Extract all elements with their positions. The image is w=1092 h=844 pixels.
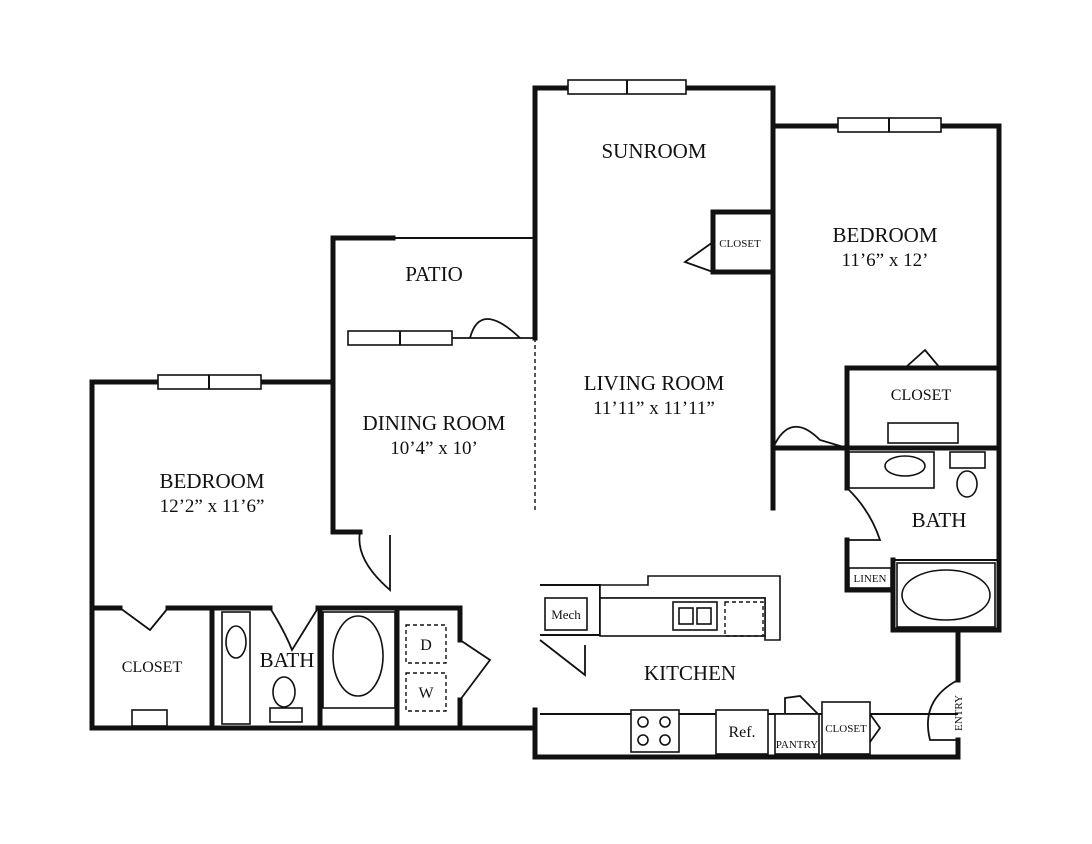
mech-label: Mech <box>551 607 581 622</box>
bedroom-left-label: BEDROOM <box>159 469 264 493</box>
sunroom-label: SUNROOM <box>601 139 706 163</box>
patio-label: PATIO <box>405 262 463 286</box>
living-room-dimensions: 11’11” x 11’11” <box>593 398 715 419</box>
entry-label: ENTRY <box>953 695 965 731</box>
linen-label: LINEN <box>854 573 887 585</box>
dining-room-label: DINING ROOM <box>363 411 506 435</box>
bedroom-right-label: BEDROOM <box>832 223 937 247</box>
ref-label: Ref. <box>728 724 755 741</box>
closet-sunroom-label: CLOSET <box>719 238 761 250</box>
kitchen-label: KITCHEN <box>644 661 736 685</box>
windows <box>157 79 942 390</box>
closet-left-label: CLOSET <box>122 659 183 676</box>
living-room-label: LIVING ROOM <box>584 371 725 395</box>
washer-label: W <box>418 685 434 702</box>
bedroom-left-dimensions: 12’2” x 11’6” <box>160 496 265 517</box>
bedroom-right-dimensions: 11’6” x 12’ <box>842 250 929 271</box>
dining-room-dimensions: 10’4” x 10’ <box>390 438 478 459</box>
pantry-label: PANTRY <box>776 739 818 751</box>
closet-kitchen-label: CLOSET <box>825 723 867 735</box>
bath-left-label: BATH <box>260 648 315 672</box>
labels: SUNROOM BEDROOM 11’6” x 12’ CLOSET PATIO… <box>122 139 967 751</box>
bath-right-label: BATH <box>912 508 967 532</box>
closet-right-label: CLOSET <box>891 387 952 404</box>
doors <box>119 241 959 743</box>
fixtures <box>131 422 996 755</box>
dryer-label: D <box>420 637 432 654</box>
